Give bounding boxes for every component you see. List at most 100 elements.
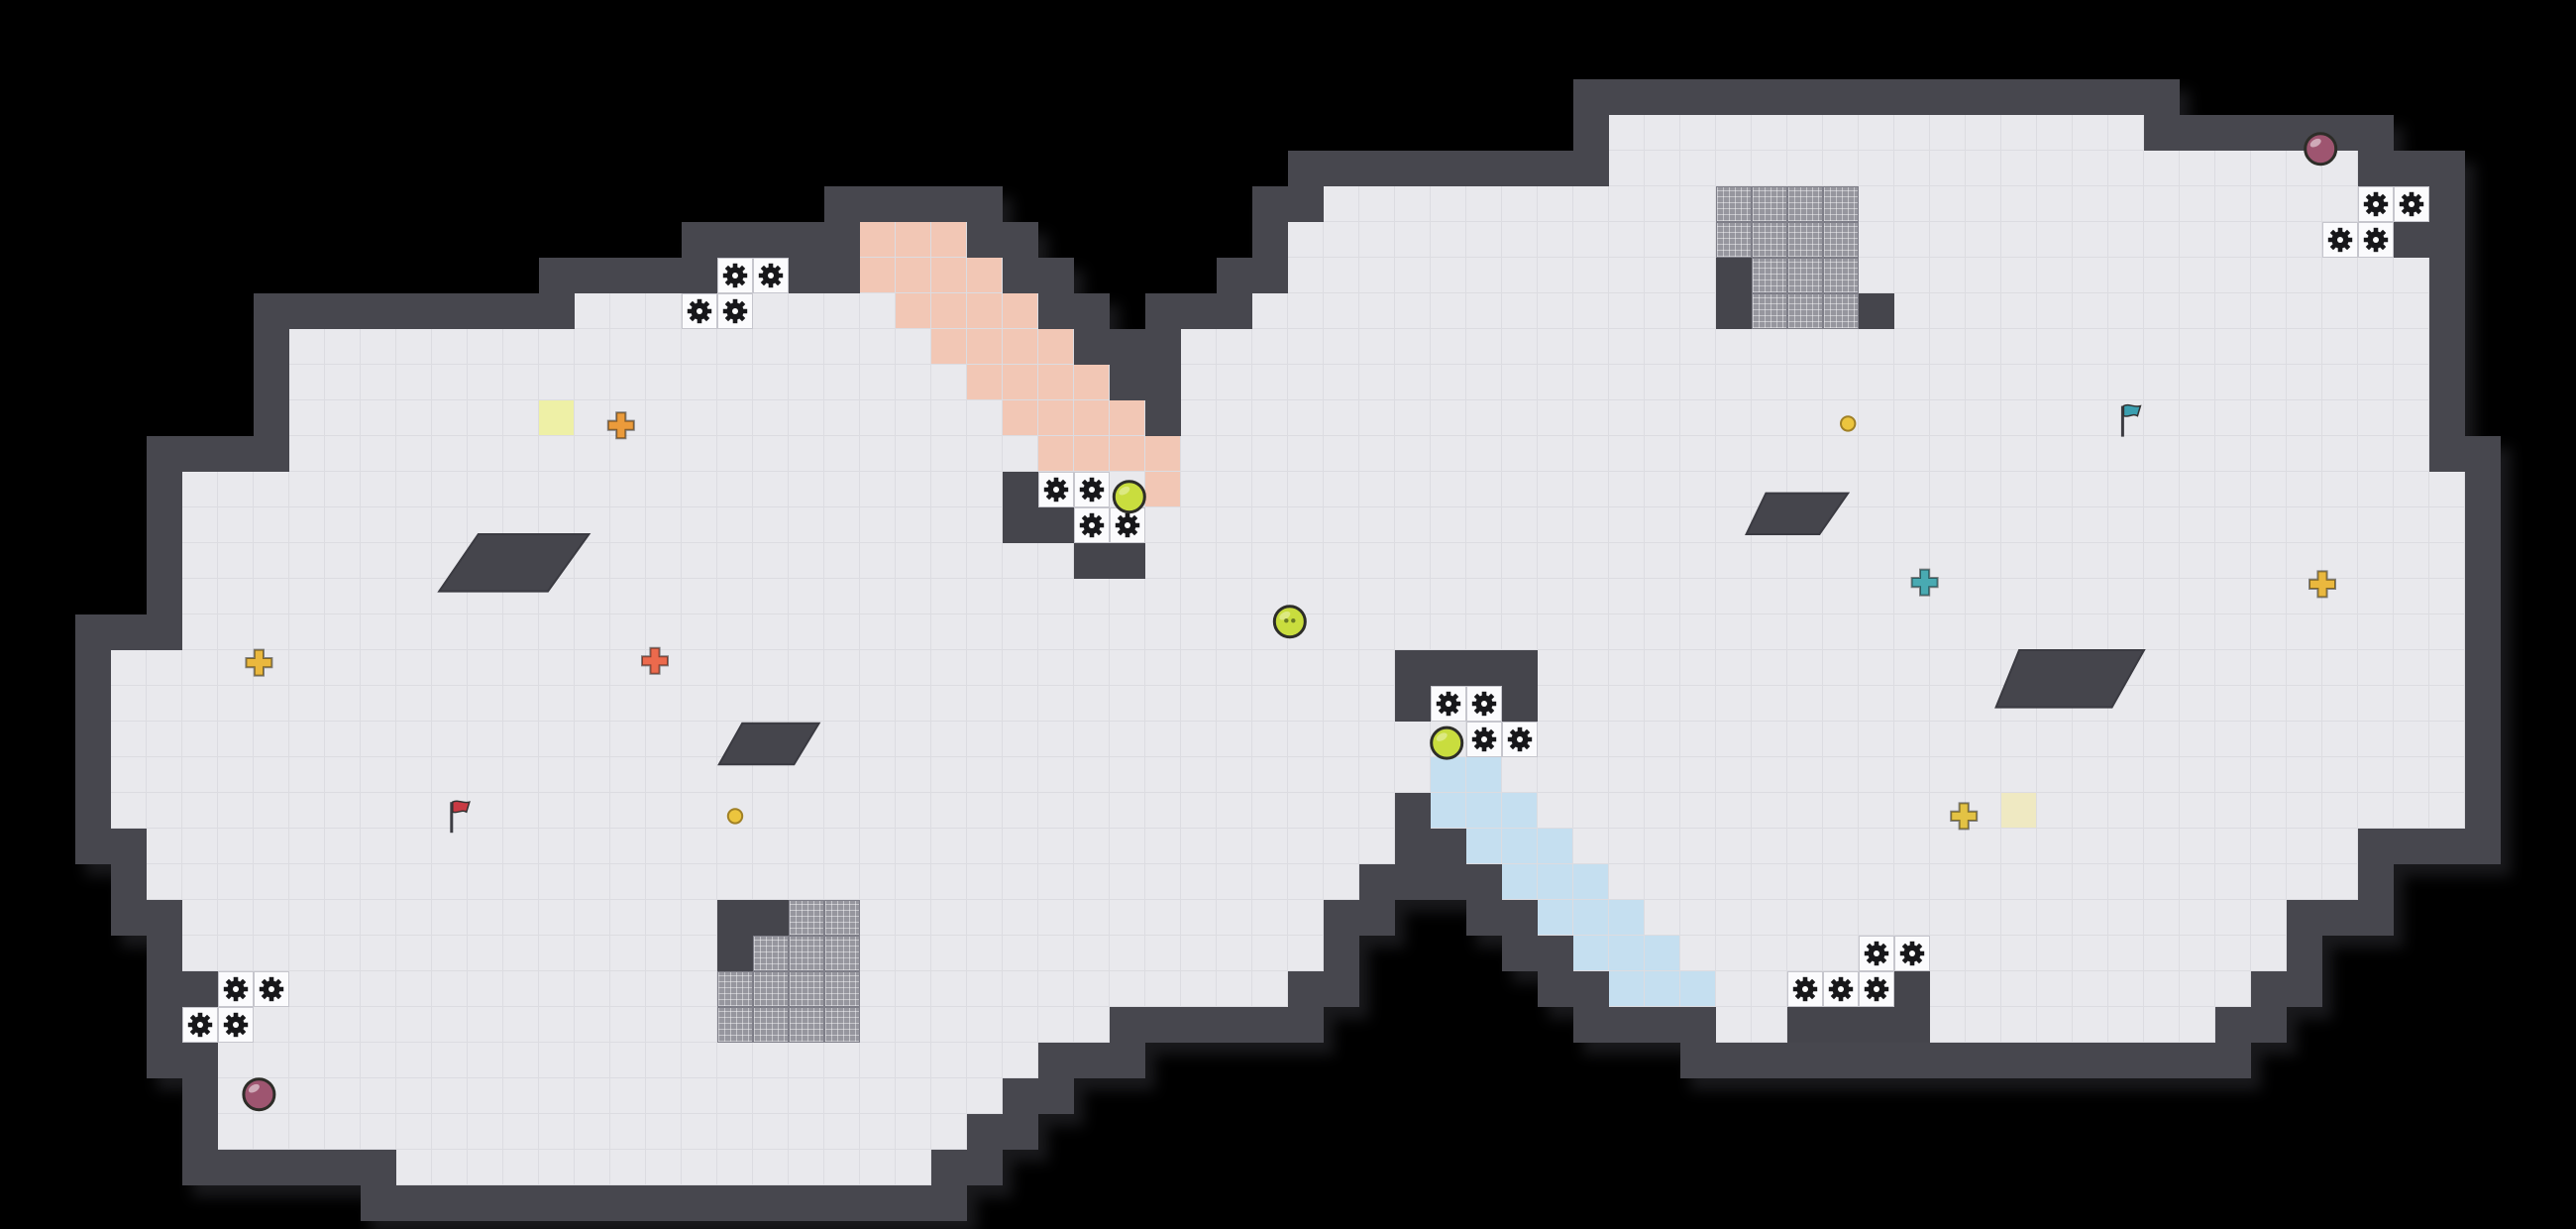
plum-ball[interactable] [2304, 132, 2338, 167]
dark-block-tile [1038, 507, 1074, 543]
floor-tile [2001, 400, 2037, 436]
gear-hazard-icon[interactable] [223, 976, 249, 1002]
floor-tile [1609, 258, 1645, 293]
floor-tile [1288, 329, 1324, 365]
gear-hazard-icon[interactable] [687, 298, 712, 324]
gear-hazard-icon[interactable] [187, 1012, 213, 1038]
gear-hazard-icon[interactable] [1828, 976, 1854, 1002]
floor-tile [610, 686, 646, 722]
floor-tile [2358, 258, 2394, 293]
gear-hazard-icon[interactable] [2399, 191, 2424, 217]
floor-tile [896, 757, 931, 793]
floor-tile [2251, 186, 2287, 222]
floor-tile [1645, 293, 1680, 329]
floor-tile [2215, 436, 2251, 472]
floor-tile [2322, 722, 2358, 757]
floor-tile [289, 579, 325, 614]
floor-tile [1645, 472, 1680, 507]
floor-tile [931, 650, 967, 686]
coin[interactable] [1840, 415, 1857, 432]
gear-hazard-icon[interactable] [223, 1012, 249, 1038]
floor-tile [753, 329, 789, 365]
gear-hazard-icon[interactable] [1043, 477, 1069, 503]
coin[interactable] [726, 808, 744, 825]
plus-pickup[interactable] [2308, 570, 2336, 599]
gear-hazard-icon[interactable] [1436, 691, 1461, 717]
gear-hazard-icon[interactable] [1471, 691, 1497, 717]
floor-tile [254, 722, 289, 757]
gear-hazard-icon[interactable] [2363, 191, 2389, 217]
gear-hazard-icon[interactable] [1864, 976, 1889, 1002]
gear-hazard-icon[interactable] [2363, 227, 2389, 253]
gear-hazard-icon[interactable] [1864, 941, 1889, 966]
gear-hazard-icon[interactable] [1792, 976, 1818, 1002]
floor-tile [1324, 365, 1359, 400]
floor-tile [1181, 614, 1217, 650]
floor-tile [432, 329, 468, 365]
floor-tile [1752, 400, 1787, 436]
plus-pickup[interactable] [245, 648, 273, 677]
floor-tile [1966, 436, 2001, 472]
floor-tile [717, 329, 753, 365]
floor-tile [1395, 329, 1431, 365]
plum-ball[interactable] [242, 1077, 276, 1112]
floor-tile [2322, 293, 2358, 329]
plus-pickup[interactable] [1910, 568, 1939, 597]
floor-tile [1645, 722, 1680, 757]
floor-tile [1359, 543, 1395, 579]
dark-block-tile [1859, 293, 1894, 329]
floor-tile [1823, 543, 1859, 579]
gear-hazard-icon[interactable] [722, 298, 748, 324]
floor-tile [824, 757, 860, 793]
lime-ball[interactable] [1430, 726, 1464, 760]
floor-tile [860, 722, 896, 757]
gear-hazard-icon[interactable] [1079, 512, 1105, 538]
floor-tile [2108, 579, 2144, 614]
floor-tile [1003, 614, 1038, 650]
floor-tile [1859, 258, 1894, 293]
plus-pickup[interactable] [641, 646, 669, 675]
plus-pickup[interactable] [1950, 802, 1979, 831]
gear-hazard-icon[interactable] [1507, 726, 1533, 752]
floor-tile [1288, 258, 1324, 293]
floor-tile [396, 650, 432, 686]
gear-hazard-icon[interactable] [722, 263, 748, 288]
lime-ball[interactable] [1272, 605, 1307, 639]
floor-tile [1645, 686, 1680, 722]
floor-tile [2215, 650, 2251, 686]
pink-path-tile [896, 293, 931, 329]
plus-pickup[interactable] [606, 411, 635, 440]
dark-block-tile [1466, 650, 1502, 686]
gear-hazard-icon[interactable] [2327, 227, 2353, 253]
red-flag-icon[interactable] [450, 800, 471, 834]
teal-flag-icon[interactable] [2120, 403, 2142, 437]
floor-tile [2073, 115, 2108, 151]
floor-tile [1074, 579, 1110, 614]
floor-tile [1324, 650, 1359, 686]
floor-tile [182, 757, 218, 793]
gear-hazard-icon[interactable] [1079, 477, 1105, 503]
floor-tile [1894, 258, 1930, 293]
gear-hazard-icon[interactable] [1115, 512, 1140, 538]
floor-tile [1538, 579, 1573, 614]
floor-tile [789, 329, 824, 365]
floor-tile [860, 365, 896, 400]
floor-tile [2251, 436, 2287, 472]
floor-tile [1003, 757, 1038, 793]
lime-ball[interactable] [1112, 480, 1146, 514]
gear-hazard-icon[interactable] [1471, 726, 1497, 752]
gear-hazard-icon[interactable] [758, 263, 784, 288]
floor-tile [2251, 258, 2287, 293]
dark-block-tile [1003, 507, 1038, 543]
floor-tile [1680, 151, 1716, 186]
floor-tile [1003, 436, 1038, 472]
floor-tile [753, 436, 789, 472]
gear-hazard-icon[interactable] [1899, 941, 1925, 966]
floor-tile [1573, 365, 1609, 400]
gear-hazard-icon[interactable] [259, 976, 284, 1002]
floor-tile [289, 400, 325, 436]
floor-tile [396, 579, 432, 614]
floor-tile [860, 507, 896, 543]
floor-tile [2251, 151, 2287, 186]
